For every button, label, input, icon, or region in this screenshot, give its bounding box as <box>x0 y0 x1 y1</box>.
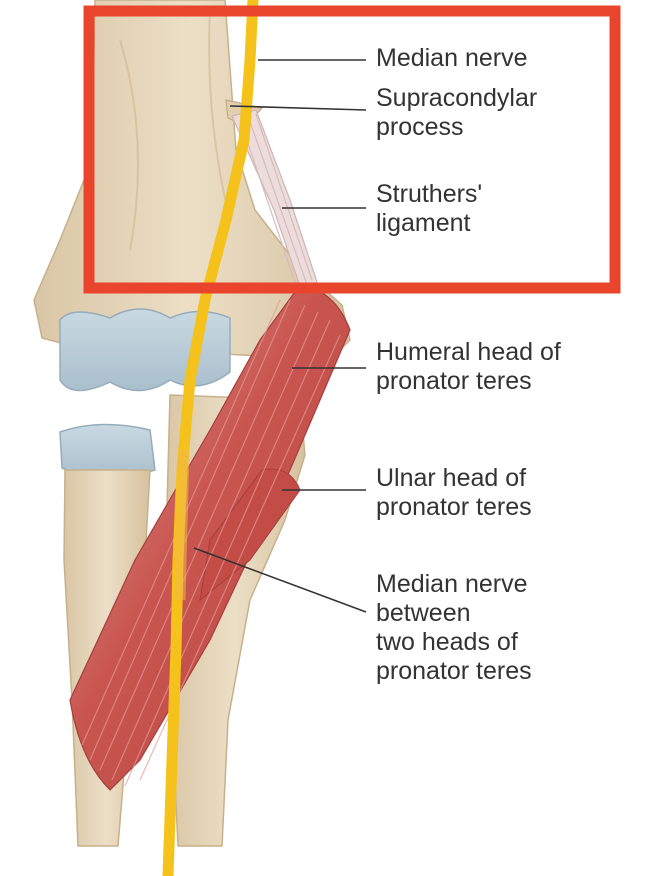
highlight-box <box>83 5 621 294</box>
muscle-fibers <box>81 299 341 787</box>
leader-lines <box>193 59 367 613</box>
label-ulnar-head: Ulnar head of pronator teres <box>376 464 532 521</box>
label-struthers-ligament: Struthers' ligament <box>376 180 483 237</box>
median-nerve-under-muscle <box>174 449 190 601</box>
label-median-nerve: Median nerve <box>376 44 528 72</box>
label-supracondylar-process: Supracondylar process <box>376 84 538 141</box>
humerus-shading <box>119 9 231 251</box>
radial-head-cartilage <box>59 423 156 478</box>
label-median-nerve-between: Median nerve between two heads of pronat… <box>376 570 532 685</box>
pronator-teres-humeral-head <box>69 284 351 791</box>
median-nerve <box>162 0 259 876</box>
struthers-ligament-fibers <box>239 113 313 286</box>
label-humeral-head: Humeral head of pronator teres <box>376 338 561 395</box>
